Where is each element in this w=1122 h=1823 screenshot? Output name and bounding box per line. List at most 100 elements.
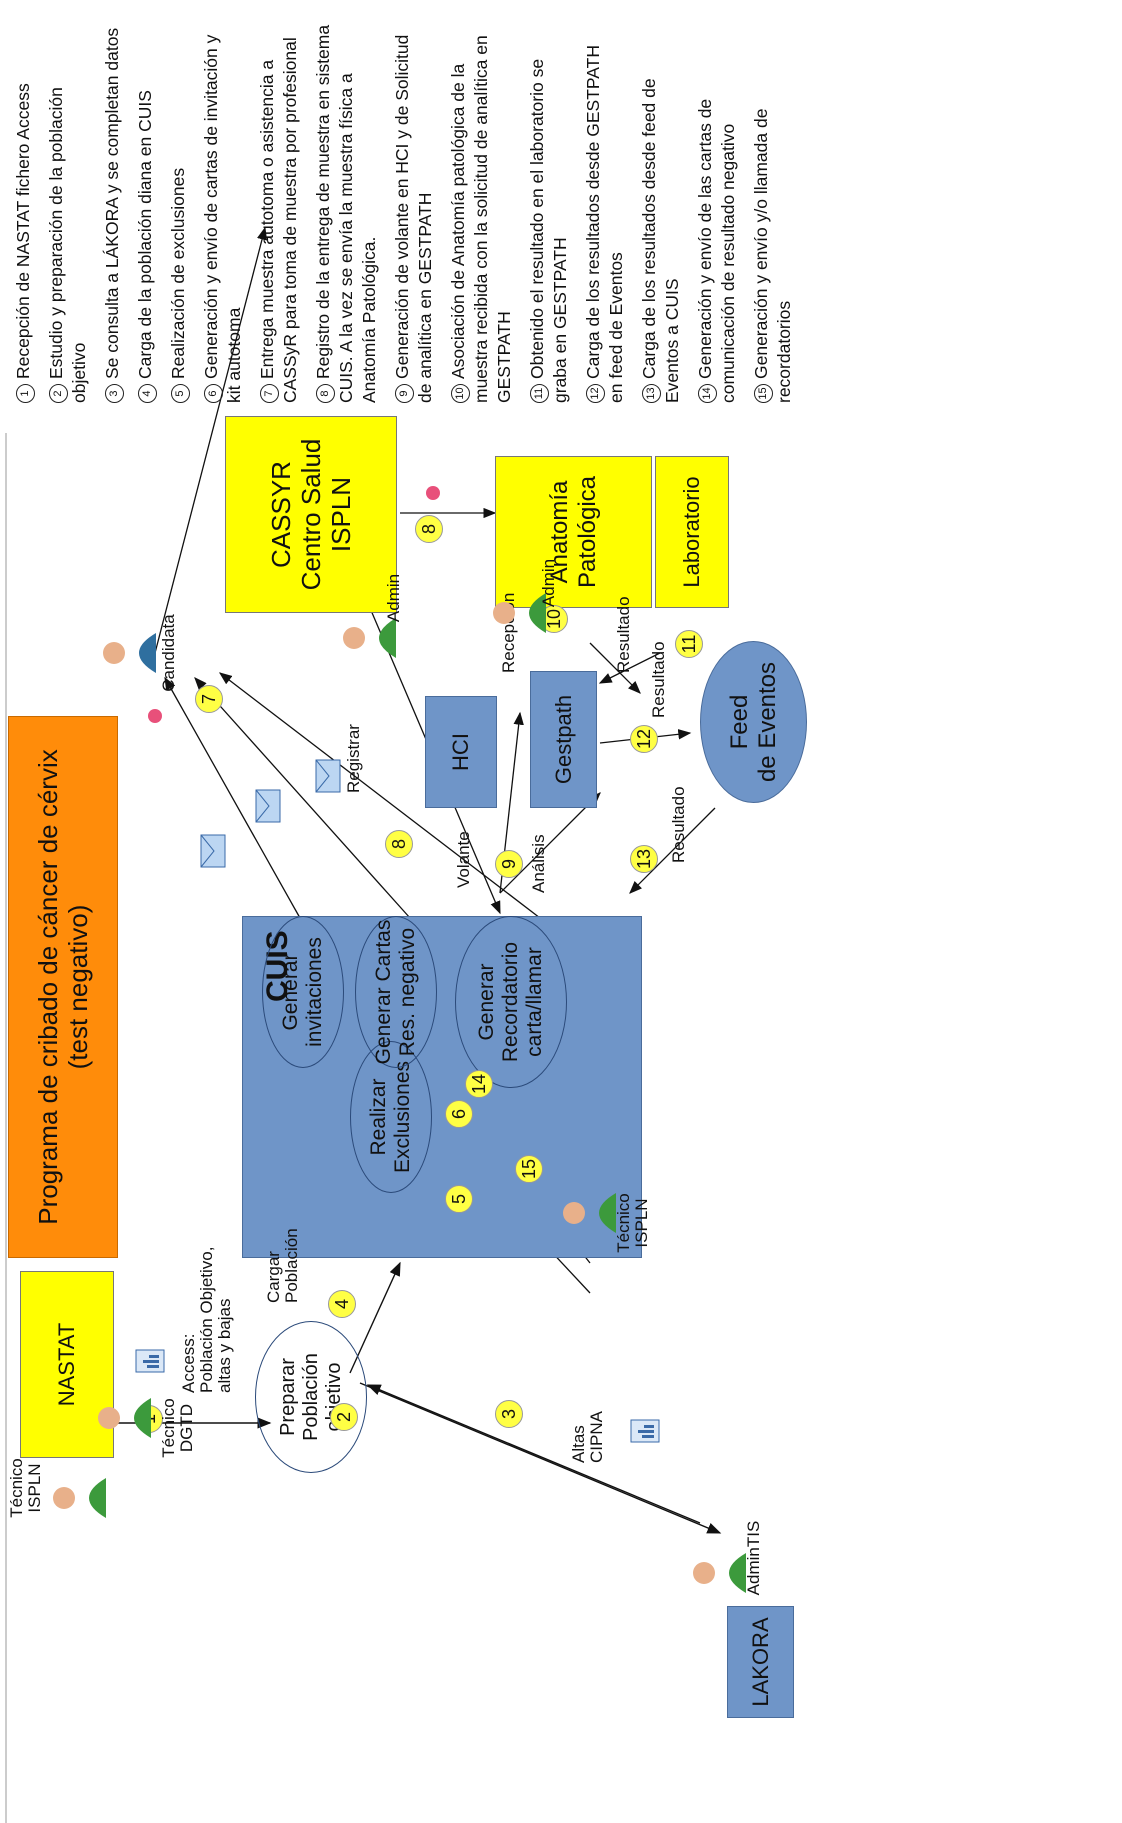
altas-cipna-label: Altas CIPNA — [569, 1411, 606, 1463]
legend: 1 Recepción de NASTAT fichero Access 2Estu… — [12, 23, 806, 403]
lakora-label: LAKORA — [747, 1617, 773, 1707]
title-line2: (test negativo) — [63, 904, 93, 1070]
generar-cartas-ellipse: Generar Cartas Res. negativo — [355, 916, 437, 1068]
legend-item: 9Generación de volante en HCI y de Solic… — [391, 23, 437, 403]
legend-number: 4 — [138, 384, 157, 403]
access-label: Access: Población Objetivo, altas y baja… — [179, 1246, 234, 1393]
person-icon — [343, 618, 396, 658]
legend-number: 7 — [260, 384, 279, 403]
legend-item: 8Registro de la entrega de muestra en si… — [312, 23, 381, 403]
preparar-poblacion-ellipse: Preparar Población objetivo — [255, 1321, 367, 1473]
person-icon — [53, 1478, 106, 1518]
step-number: 8 — [415, 515, 443, 543]
admin-anatomia-label: Admin — [539, 558, 558, 608]
step-number: 6 — [445, 1100, 473, 1128]
legend-number: 15 — [754, 384, 773, 403]
envelope-icon — [315, 759, 341, 793]
lakora-box: LAKORA — [727, 1606, 794, 1718]
registrar-label: Registrar — [344, 724, 363, 793]
step-number: 3 — [495, 1400, 523, 1428]
tecnico-ispln-2-label: Técnico ISPLN — [614, 1193, 651, 1253]
laboratorio-box: Laboratorio — [655, 456, 729, 608]
document-icon — [630, 1419, 660, 1443]
legend-number: 10 — [451, 384, 470, 403]
resultado-cuis-label: Resultado — [669, 786, 688, 863]
legend-text: Carga de los resultados desde GESTPATH e… — [583, 45, 626, 403]
resultado-feed-label: Resultado — [649, 641, 668, 718]
legend-text: Generación y envío de cartas de invitaci… — [201, 34, 244, 403]
legend-text: Generación y envío y/o llamada de record… — [751, 108, 794, 403]
step-number: 14 — [465, 1070, 493, 1098]
step-number: 12 — [630, 725, 658, 753]
gestpath-box: Gestpath — [530, 671, 597, 808]
person-icon — [103, 633, 156, 673]
legend-item: 3Se consulta a LÁKORA y se completan dat… — [101, 23, 124, 403]
admintis-label: AdminTIS — [744, 1520, 763, 1596]
legend-number: 5 — [171, 384, 190, 403]
legend-text: Generación y envío de las cartas de comu… — [695, 98, 738, 403]
nastat-label: NASTAT — [54, 1322, 79, 1407]
legend-text: Entrega muestra autotoma o asistencia a … — [257, 37, 300, 403]
legend-text: Generación de volante en HCI y de Solici… — [392, 34, 435, 403]
candidata-label: Candidata — [159, 614, 178, 692]
legend-item: 11Obtenido el resultado en el laboratori… — [526, 23, 572, 403]
gestpath-label: Gestpath — [550, 694, 576, 785]
legend-text: Estudio y preparación de la población ob… — [46, 87, 89, 403]
laboratorio-label: Laboratorio — [679, 476, 704, 588]
legend-text: Recepción de NASTAT fichero Access — [13, 83, 33, 379]
title-line1: Programa de cribado de cáncer de cérvix — [33, 749, 63, 1225]
step-number: 7 — [195, 685, 223, 713]
step-number: 4 — [328, 1290, 356, 1318]
legend-text: Realización de exclusiones — [168, 167, 188, 379]
legend-item: 13Carga de los resultados desde feed de … — [638, 23, 684, 403]
generar-recordatorio-ellipse: Generar Recordatorio carta/llamar — [455, 916, 567, 1088]
legend-text: Registro de la entrega de muestra en sis… — [313, 24, 379, 403]
cassyr-box: CASSYR Centro Salud ISPLN — [225, 416, 397, 613]
cargar-poblacion-label: Cargar Población — [264, 1228, 301, 1303]
hci-box: HCI — [425, 696, 497, 808]
legend-text: Carga de los resultados desde feed de Ev… — [639, 78, 682, 403]
envelope-icon — [255, 789, 281, 823]
person-icon — [693, 1553, 746, 1593]
person-icon — [563, 1193, 616, 1233]
legend-item: 1 Recepción de NASTAT fichero Access — [12, 23, 35, 403]
title-box: Programa de cribado de cáncer de cérvix … — [8, 716, 118, 1258]
legend-text: Carga de la población diana en CUIS — [135, 90, 155, 379]
legend-item: 4 Carga de la población diana en CUIS — [134, 23, 157, 403]
admin-cassyr-label: Admin — [384, 573, 403, 623]
legend-item: 12Carga de los resultados desde GESTPATH… — [582, 23, 628, 403]
legend-item: 15Generación y envío y/o llamada de reco… — [750, 23, 796, 403]
legend-number: 6 — [204, 384, 223, 403]
legend-item: 7Entrega muestra autotoma o asistencia a… — [256, 23, 302, 403]
resultado-lab-label: Resultado — [614, 596, 633, 673]
legend-item: 6Generación y envío de cartas de invitac… — [200, 23, 246, 403]
step-number: 9 — [495, 850, 523, 878]
feed-eventos-ellipse: Feed de Eventos — [700, 641, 807, 803]
legend-number: 11 — [530, 384, 549, 403]
step-number: 2 — [330, 1403, 358, 1431]
legend-text: Obtenido el resultado en el laboratorio … — [527, 58, 570, 403]
legend-text: Se consulta a LÁKORA y se completan dato… — [102, 27, 122, 379]
step-number: 8 — [385, 830, 413, 858]
hci-label: HCI — [448, 733, 473, 771]
step-number: 15 — [515, 1155, 543, 1183]
envelope-icon — [200, 834, 226, 868]
tecnico-ispln-1-label: Técnico ISPLN — [7, 1458, 44, 1518]
legend-item: 10Asociación de Anatomía patológica de l… — [447, 23, 516, 403]
legend-number: 9 — [395, 384, 414, 403]
legend-number: 14 — [698, 384, 717, 403]
legend-number: 1 — [16, 384, 35, 403]
legend-number: 8 — [316, 384, 335, 403]
legend-item: 2Estudio y preparación de la población o… — [45, 23, 91, 403]
step-number: 5 — [445, 1185, 473, 1213]
legend-item: 14Generación y envío de las cartas de co… — [694, 23, 740, 403]
document-icon — [135, 1349, 165, 1373]
legend-number: 12 — [586, 384, 605, 403]
step-number: 11 — [675, 630, 703, 658]
volante-label: Volante — [454, 831, 473, 888]
step-number: 13 — [630, 845, 658, 873]
legend-number: 13 — [642, 384, 661, 403]
analisis-label: Análisis — [529, 834, 548, 893]
